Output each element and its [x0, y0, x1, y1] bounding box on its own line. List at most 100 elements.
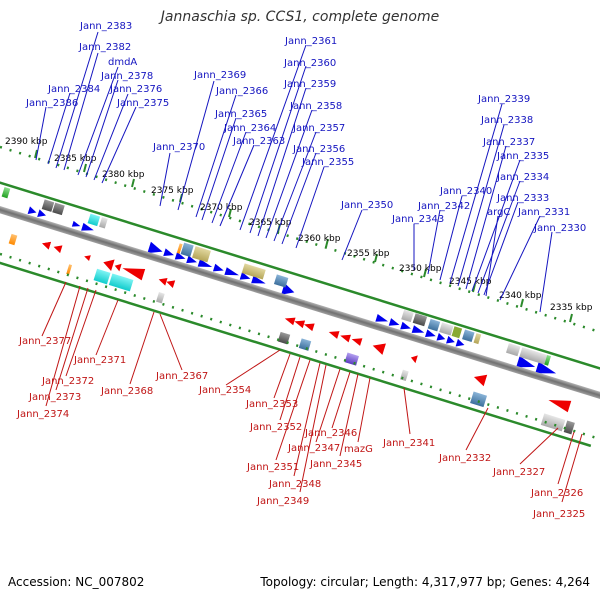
gene-label: mazG	[344, 444, 373, 455]
gene-reverse	[473, 374, 488, 387]
gene-label: Jann_2339	[477, 94, 530, 105]
kbp-tick	[228, 208, 232, 218]
gene-box	[401, 309, 414, 323]
gene-label: Jann_2348	[268, 479, 321, 490]
strand-dots-upper	[0, 179, 600, 372]
gene-label: Jann_2355	[301, 157, 354, 168]
gene-reverse	[294, 320, 306, 329]
gene-box	[176, 243, 183, 254]
gene-box	[470, 391, 488, 408]
accession-text: Accession: NC_007802	[8, 575, 145, 589]
kbp-label: 2335 kbp	[550, 303, 593, 313]
gene-forward	[147, 241, 163, 254]
gene-box	[519, 347, 548, 365]
gene-label: Jann_2365	[214, 109, 267, 120]
gene-label: Jann_2359	[283, 79, 336, 90]
gene-reverse	[84, 255, 91, 261]
gene-reverse	[53, 245, 63, 254]
gene-label: Jann_2369	[193, 70, 246, 81]
gene-label: Jann_2352	[249, 422, 302, 433]
gene-forward	[212, 263, 224, 272]
strand-dots-lower	[0, 255, 592, 448]
gene-box	[277, 331, 291, 345]
gene-label: argC	[487, 207, 510, 218]
gene-label: Jann_2326	[530, 488, 583, 499]
kbp-tick	[520, 298, 524, 308]
kbp-tick	[472, 283, 476, 293]
gene-label: Jann_2378	[100, 71, 153, 82]
backbone-line	[0, 200, 600, 408]
gene-label: Jann_2349	[256, 496, 309, 507]
gene-label: Jann_2341	[382, 438, 435, 449]
genome-backbone	[0, 200, 600, 408]
gene-label: Jann_2351	[246, 462, 299, 473]
kbp-tick	[423, 268, 427, 278]
kbp-tick	[83, 163, 87, 173]
gene-label: Jann_2340	[439, 186, 492, 197]
gene-reverse	[303, 323, 315, 332]
kbp-label: 2345 kbp	[449, 277, 492, 287]
gene-box	[473, 333, 482, 345]
gene-label: Jann_2357	[292, 123, 345, 134]
gene-forward	[375, 314, 388, 322]
gene-forward	[27, 206, 37, 215]
gene-label: Jann_2346	[304, 428, 357, 439]
kbp-label: 2355 kbp	[347, 249, 390, 259]
gene-box	[506, 343, 521, 357]
gene-label: Jann_2333	[496, 193, 549, 204]
kbp-label: 2365 kbp	[249, 218, 292, 228]
gene-box	[192, 246, 211, 263]
gene-label: Jann_2367	[155, 371, 208, 382]
gene-forward	[251, 275, 266, 284]
gene-box	[451, 326, 463, 339]
gene-forward	[425, 329, 436, 338]
gene-box	[344, 352, 360, 366]
gene-label: Jann_2368	[100, 386, 153, 397]
gene-forward	[516, 355, 536, 368]
gene-box	[52, 202, 65, 216]
gene-label: Jann_2371	[73, 355, 126, 366]
gene-label: Jann_2375	[116, 98, 169, 109]
gene-reverse	[114, 263, 122, 272]
gene-box	[462, 329, 475, 343]
kbp-label: 2380 kbp	[102, 170, 145, 180]
gene-forward	[37, 209, 46, 217]
gene-forward	[411, 325, 425, 333]
forward-gene-glyphs	[27, 206, 557, 374]
gene-box	[41, 199, 55, 212]
gene-label: Jann_2377	[18, 336, 71, 347]
kbp-label: 2375 kbp	[151, 186, 194, 196]
gene-label: Jann_2356	[292, 144, 345, 155]
reverse-gene-labels: Jann_2377 Jann_2371 Jann_2372 Jann_2373 …	[16, 281, 585, 520]
gene-forward	[71, 220, 81, 227]
gene-box	[563, 420, 575, 435]
gene-label: Jann_2330	[533, 223, 586, 234]
gene-label: Jann_2363	[232, 136, 285, 147]
gene-forward	[239, 272, 251, 280]
gene-label: Jann_2327	[492, 467, 545, 478]
gene-label: Jann_2343	[391, 214, 444, 225]
gene-box	[439, 322, 454, 336]
gene-forward	[535, 361, 557, 374]
gene-reverse	[42, 241, 51, 250]
kbp-label: 2350 kbp	[399, 264, 442, 274]
gene-label: Jann_2374	[16, 409, 69, 420]
gene-label: dmdA	[108, 57, 137, 68]
gene-label: Jann_2335	[496, 151, 549, 162]
reverse-rna-boxes	[8, 233, 575, 435]
gene-box	[540, 413, 566, 432]
gene-label: Jann_2383	[79, 21, 132, 32]
kbp-label: 2340 kbp	[499, 291, 542, 301]
gene-forward	[174, 251, 186, 260]
map-title: Jannaschia sp. CCS1, complete genome	[160, 9, 440, 25]
gene-label: Jann_2373	[28, 392, 81, 403]
gene-box	[93, 268, 111, 285]
gene-label: Jann_2353	[245, 399, 298, 410]
gene-box	[66, 264, 73, 275]
gene-reverse	[122, 268, 146, 281]
kbp-tick	[325, 238, 329, 248]
gene-forward	[455, 338, 465, 347]
gene-forward	[224, 267, 239, 276]
gene-label: Jann_2372	[41, 376, 94, 387]
